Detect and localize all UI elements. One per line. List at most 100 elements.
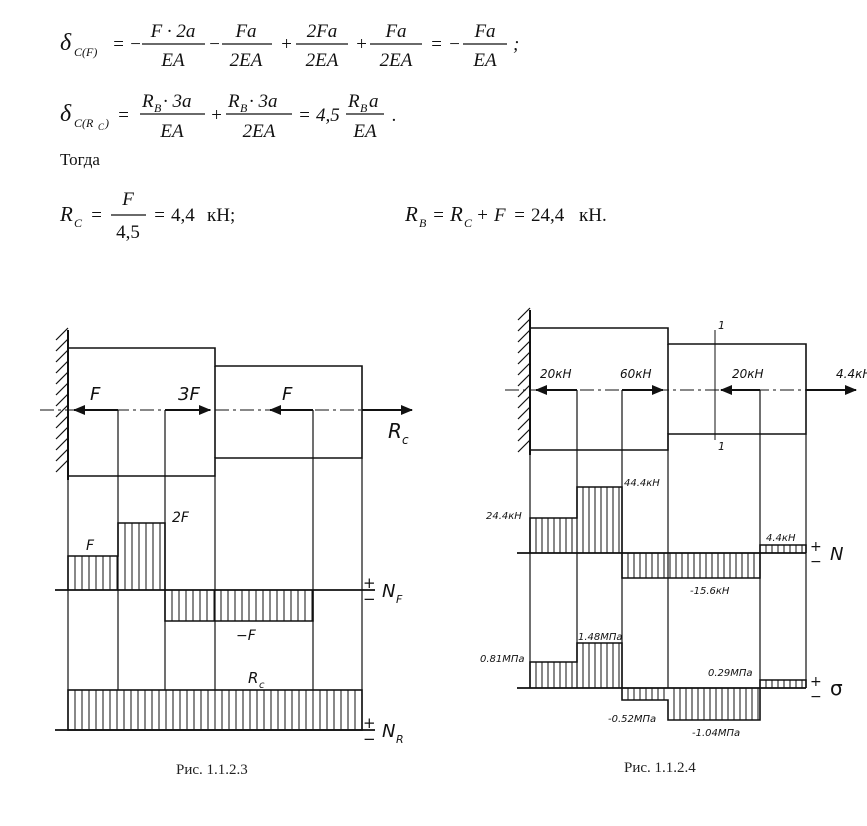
eq2-equals: = [117,105,130,126]
eq2-t3-R: R [347,91,360,112]
nr-hatching [74,690,356,730]
eq1-t3-num: 2Fa [307,21,338,42]
eq2-t2-R: R [227,91,240,112]
eq1-equals: = [112,34,125,55]
equation-delta-crc: δ C(R C ) = R B · 3a EA + R B · 3a 2EA =… [60,91,397,142]
n2-value-44-4: 44.4кН [624,478,660,489]
sigma-hatching [535,643,803,720]
eq1-neg: − [129,34,142,55]
reaction-label-sub: c [402,433,409,447]
nf-axis-label: N [382,581,395,602]
nr-axis-label: N [382,721,395,742]
equations-block: δ C(F) = − F · 2a EA − Fa 2EA + 2Fa 2EA … [59,21,607,243]
reaction-label: R [388,419,402,443]
eq1-t5-den: EA [472,50,497,71]
sigma-value-minus-1-04: -1.04МПа [692,728,740,739]
eq1-t4-den: 2EA [380,50,413,71]
nf-hatching [74,523,313,621]
n2-hatching [535,487,803,578]
force2-label-4-4kn: 4.4кН [836,367,867,381]
eq3-equals2: = [153,205,166,226]
eq2-t1-R: R [141,91,154,112]
eq2-t3-den: EA [352,121,377,142]
section-label-bottom: 1 [718,440,725,453]
nr-value-sub: c [259,680,265,691]
n2-value-minus-15-6: -15.6кН [690,586,730,597]
eq2-lhs-subsub: C [98,122,105,132]
eq1-t2-den: 2EA [230,50,263,71]
eq1-neg2: − [448,34,461,55]
n2-value-24-4: 24.4кН [486,511,522,522]
eq3-f: F [493,205,506,226]
eq2-t3-rest: a [369,91,379,112]
force-label-F2: F [282,384,293,405]
eq1-op3: + [355,34,368,55]
section-gridlines [67,410,363,730]
eq1-end: ; [513,34,519,55]
eq3-value: 4,4 [171,205,195,226]
eq2-t2-den: 2EA [243,121,276,142]
force-label-3F: 3F [178,384,200,405]
eq2-lhs-sub: C(R [74,116,94,130]
force2-label-20kn-b: 20кН [732,367,764,381]
eq3-rc-R: R [59,202,73,226]
equation-delta-cf: δ C(F) = − F · 2a EA − Fa 2EA + 2Fa 2EA … [60,21,519,71]
sigma-value-minus-0-52: -0.52МПа [608,714,656,725]
eq1-lhs: δ [60,30,72,56]
eq1-equals2: = [430,34,443,55]
eq3-frac-den: 4,5 [116,222,140,243]
then-word: Тогда [60,150,100,169]
eq2-equals2: = [298,105,311,126]
eq1-t2-num: Fa [234,21,256,42]
nf-value-2F: 2F [172,510,190,526]
eq2-t2-sub: B [240,101,248,115]
eq1-t1-den: EA [160,50,185,71]
eq1-t1-num: F · 2a [150,21,196,42]
eq2-t1-sub: B [154,101,162,115]
force2-label-60kn: 60кН [620,367,652,381]
n2-sign-minus: − [810,554,822,570]
sigma-value-0-81: 0.81МПа [480,654,525,665]
eq2-lhs: δ [60,101,72,127]
nf-sign-plus: + [363,574,376,592]
n2-value-4-4: 4.4кН [766,533,796,544]
force2-label-20kn: 20кН [540,367,572,381]
eq3-equals4: = [513,205,526,226]
n2-sign-plus: + [810,539,822,555]
eq2-t3-sub: B [360,101,368,115]
eq1-t4-num: Fa [384,21,406,42]
eq3-unit2: кН. [579,205,607,226]
figure-1-caption: Рис. 1.1.2.3 [176,762,248,778]
equation-results: R C = F 4,5 = 4,4 кН; R B = R C + F = 24… [59,189,607,243]
sigma-value-0-29: 0.29МПа [708,668,753,679]
eq2-coef: 4,5 [316,105,340,126]
eq1-t5-num: Fa [473,21,495,42]
fixed-wall [55,327,69,480]
figure-1-1-2-4: 20кН 60кН 20кН 4.4кН 1 1 24.4кН 44.4кН -… [480,307,867,739]
eq3-rc2-R: R [449,202,463,226]
nr-sign-minus: − [363,730,376,748]
eq3-unit: кН; [207,205,235,226]
sigma-sign-plus: + [810,674,822,690]
sigma-axis-label: σ [830,676,843,700]
nf-value-F: F [86,538,95,554]
sigma-sign-minus: − [810,689,822,705]
sigma-diagram-outline [529,642,807,721]
eq3-value2: 24,4 [531,205,565,226]
nf-axis-sub: F [396,593,403,606]
eq2-end: . [392,105,397,126]
n2-diagram-outline [529,486,807,579]
fixed-wall-2 [517,307,531,455]
figure-2-caption: Рис. 1.1.2.4 [624,760,696,776]
rod-outline [68,347,363,477]
eq3-rb-sub: B [419,216,427,230]
eq3-equals3: = [432,205,445,226]
eq1-lhs-sub: C(F) [74,45,97,59]
section-label-top: 1 [718,319,725,332]
nf-diagram-outline [67,522,314,622]
eq3-plus: + [476,205,489,226]
nr-value-label: R [248,669,258,687]
eq3-rc-sub: C [74,216,83,230]
n2-axis-label: N [830,544,843,565]
